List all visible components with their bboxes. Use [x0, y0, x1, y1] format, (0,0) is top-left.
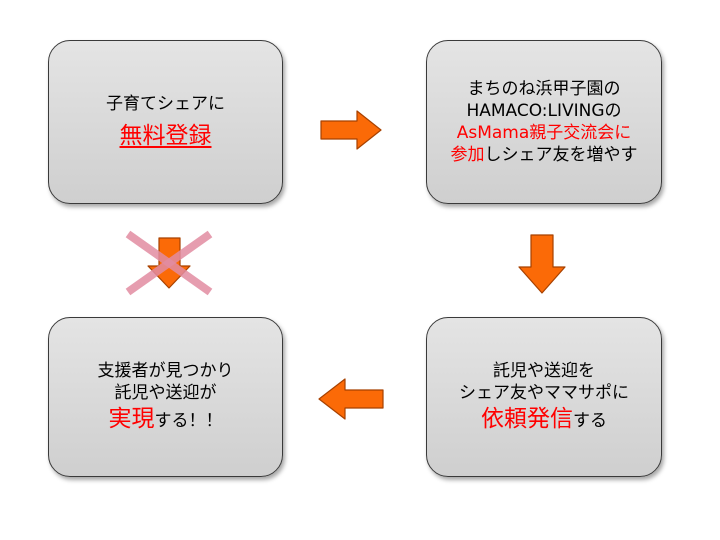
- realize-line-1: 支援者が見つかり: [97, 361, 234, 381]
- step-attend-box: まちのね浜甲子園の HAMACO:LIVINGの AsMama親子交流会に 参加…: [426, 40, 662, 204]
- attend-line-1: まちのね浜甲子園の: [467, 79, 621, 99]
- step-request-box: 託児や送迎を シェア友やママサポに 依頼発信する: [426, 317, 662, 477]
- arrow-left-shape: [318, 378, 384, 420]
- cross-icon: [125, 230, 213, 296]
- register-text: 子育てシェアに: [106, 94, 225, 114]
- realize-line-3: 実現する！！: [109, 404, 223, 434]
- request-line-1: 託児や送迎を: [493, 361, 595, 381]
- blocked-arrow-icon: [125, 230, 213, 296]
- step-register-box: 子育てシェアに 無料登録: [48, 40, 283, 204]
- arrow-left-icon: [318, 378, 384, 420]
- attend-line-4-rest: しシェア友を増やす: [484, 145, 638, 165]
- attend-line-2: HAMACO:LIVINGの: [466, 101, 622, 121]
- arrow-down-icon: [518, 234, 566, 294]
- arrow-down-shape: [518, 234, 566, 294]
- realize-line-2: 託児や送迎が: [114, 383, 217, 403]
- attend-join-text: 参加: [450, 145, 485, 165]
- attend-line-4: 参加しシェア友を増やす: [451, 144, 638, 166]
- step-realize-box: 支援者が見つかり 託児や送迎が 実現する！！: [48, 317, 283, 477]
- arrow-right-icon: [320, 110, 382, 150]
- request-line-3: 依頼発信する: [481, 404, 607, 434]
- request-suffix: する: [573, 411, 607, 431]
- register-emphasis: 無料登録: [119, 123, 212, 149]
- realize-suffix: する！！: [154, 411, 223, 431]
- realize-emphasis: 実現: [108, 406, 155, 432]
- request-line-2: シェア友やママサポに: [459, 383, 629, 403]
- arrow-right-shape: [320, 110, 382, 150]
- request-emphasis: 依頼発信: [481, 406, 573, 432]
- attend-line-3: AsMama親子交流会に: [456, 123, 632, 143]
